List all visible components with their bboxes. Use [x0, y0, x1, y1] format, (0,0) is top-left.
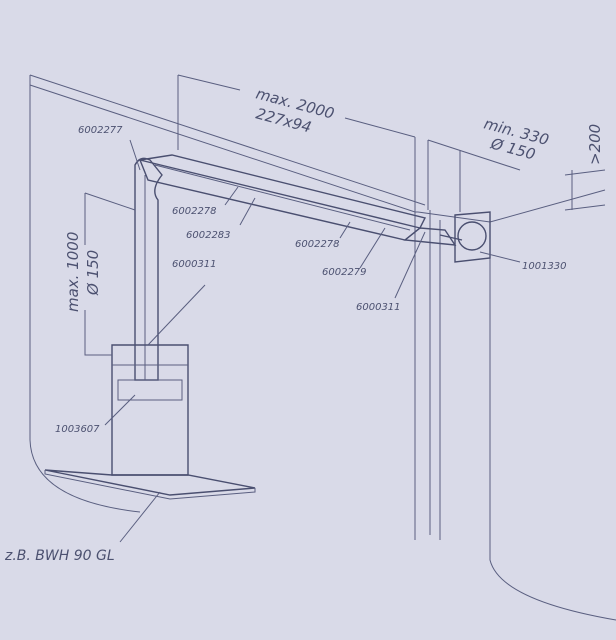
cooker-hood	[44, 344, 256, 500]
wall-plate	[454, 211, 491, 263]
part-duct-1: 6002278	[172, 206, 217, 217]
dim-ceiling-clearance: >200	[586, 124, 604, 165]
room-outline	[29, 74, 616, 621]
dim-vertical-length: max. 1000	[64, 232, 82, 312]
part-elbow: 6002277	[78, 125, 123, 136]
part-duct-2: 6002278	[295, 239, 340, 250]
dimension-lines	[84, 74, 606, 356]
vertical-pipe	[134, 157, 163, 381]
part-connector: 6002283	[186, 230, 231, 241]
part-hood-adapter: 1003607	[55, 424, 100, 435]
dim-vertical-diameter: Ø 150	[84, 250, 102, 296]
leader-lines	[104, 139, 521, 543]
part-adapter: 6002279	[322, 267, 367, 278]
hood-model-label: z.B. BWH 90 GL	[4, 548, 115, 564]
part-pipe-wall: 6000311	[356, 302, 401, 313]
part-wall-plate: 1001330	[522, 261, 567, 272]
part-pipe-vertical: 6000311	[172, 259, 217, 270]
